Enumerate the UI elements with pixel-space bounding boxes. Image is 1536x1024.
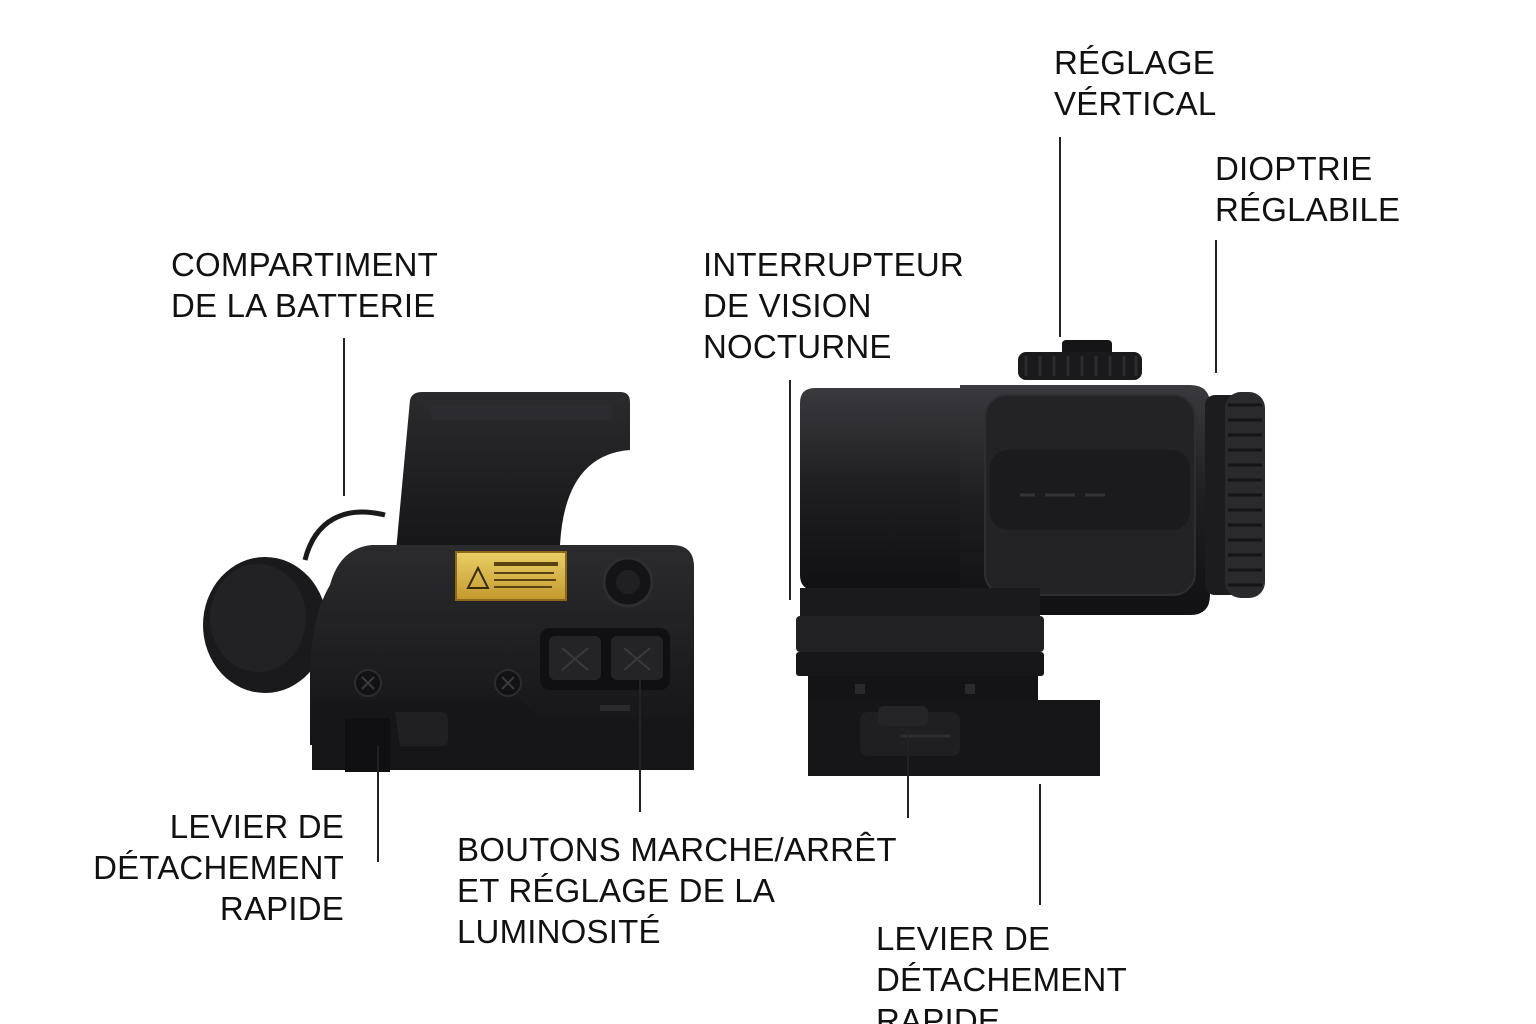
qd-lever-left <box>395 712 448 746</box>
qd-lever-right <box>860 706 960 756</box>
label-line: VÉRTICAL <box>1054 85 1217 122</box>
label-qd-lever-left: LEVIER DE DÉTACHEMENT RAPIDE <box>60 806 344 929</box>
label-qd-lever-right: LEVIER DE DÉTACHEMENT RAPIDE <box>876 918 1127 1024</box>
label-line: RÉGLABILE <box>1215 191 1401 228</box>
label-line: RAPIDE <box>219 890 344 927</box>
magnifier-icon <box>796 340 1265 776</box>
label-line: DE LA BATTERIE <box>171 287 436 324</box>
label-line: LEVIER DE <box>876 920 1051 957</box>
label-line: LEVIER DE <box>169 808 344 845</box>
leader-lines <box>343 137 1217 905</box>
label-line: ET RÉGLAGE DE LA <box>457 872 776 909</box>
holographic-sight-icon <box>203 392 694 772</box>
label-line: DE VISION <box>703 287 872 324</box>
elevation-knob <box>1018 340 1142 380</box>
label-line: DIOPTRIE <box>1215 150 1373 187</box>
label-line: RAPIDE <box>876 1002 1001 1024</box>
label-power-brightness-buttons: BOUTONS MARCHE/ARRÊT ET RÉGLAGE DE LA LU… <box>457 829 897 952</box>
label-line: NOCTURNE <box>703 328 892 365</box>
label-vertical-adjustment: RÉGLAGE VÉRTICAL <box>1054 42 1216 124</box>
laser-warning-sticker-icon <box>455 551 567 601</box>
label-night-vision-switch: INTERRUPTEUR DE VISION NOCTURNE <box>703 244 964 367</box>
label-line: DÉTACHEMENT <box>876 961 1127 998</box>
label-battery-compartment: COMPARTIMENT DE LA BATTERIE <box>171 244 438 326</box>
label-line: LUMINOSITÉ <box>457 913 661 950</box>
label-line: DÉTACHEMENT <box>93 849 344 886</box>
label-line: BOUTONS MARCHE/ARRÊT <box>457 831 897 868</box>
diopter-ring <box>1205 392 1265 598</box>
label-line: COMPARTIMENT <box>171 246 439 283</box>
label-line: INTERRUPTEUR <box>703 246 964 283</box>
label-line: RÉGLAGE <box>1054 44 1215 81</box>
label-adjustable-diopter: DIOPTRIE RÉGLABILE <box>1215 148 1400 230</box>
